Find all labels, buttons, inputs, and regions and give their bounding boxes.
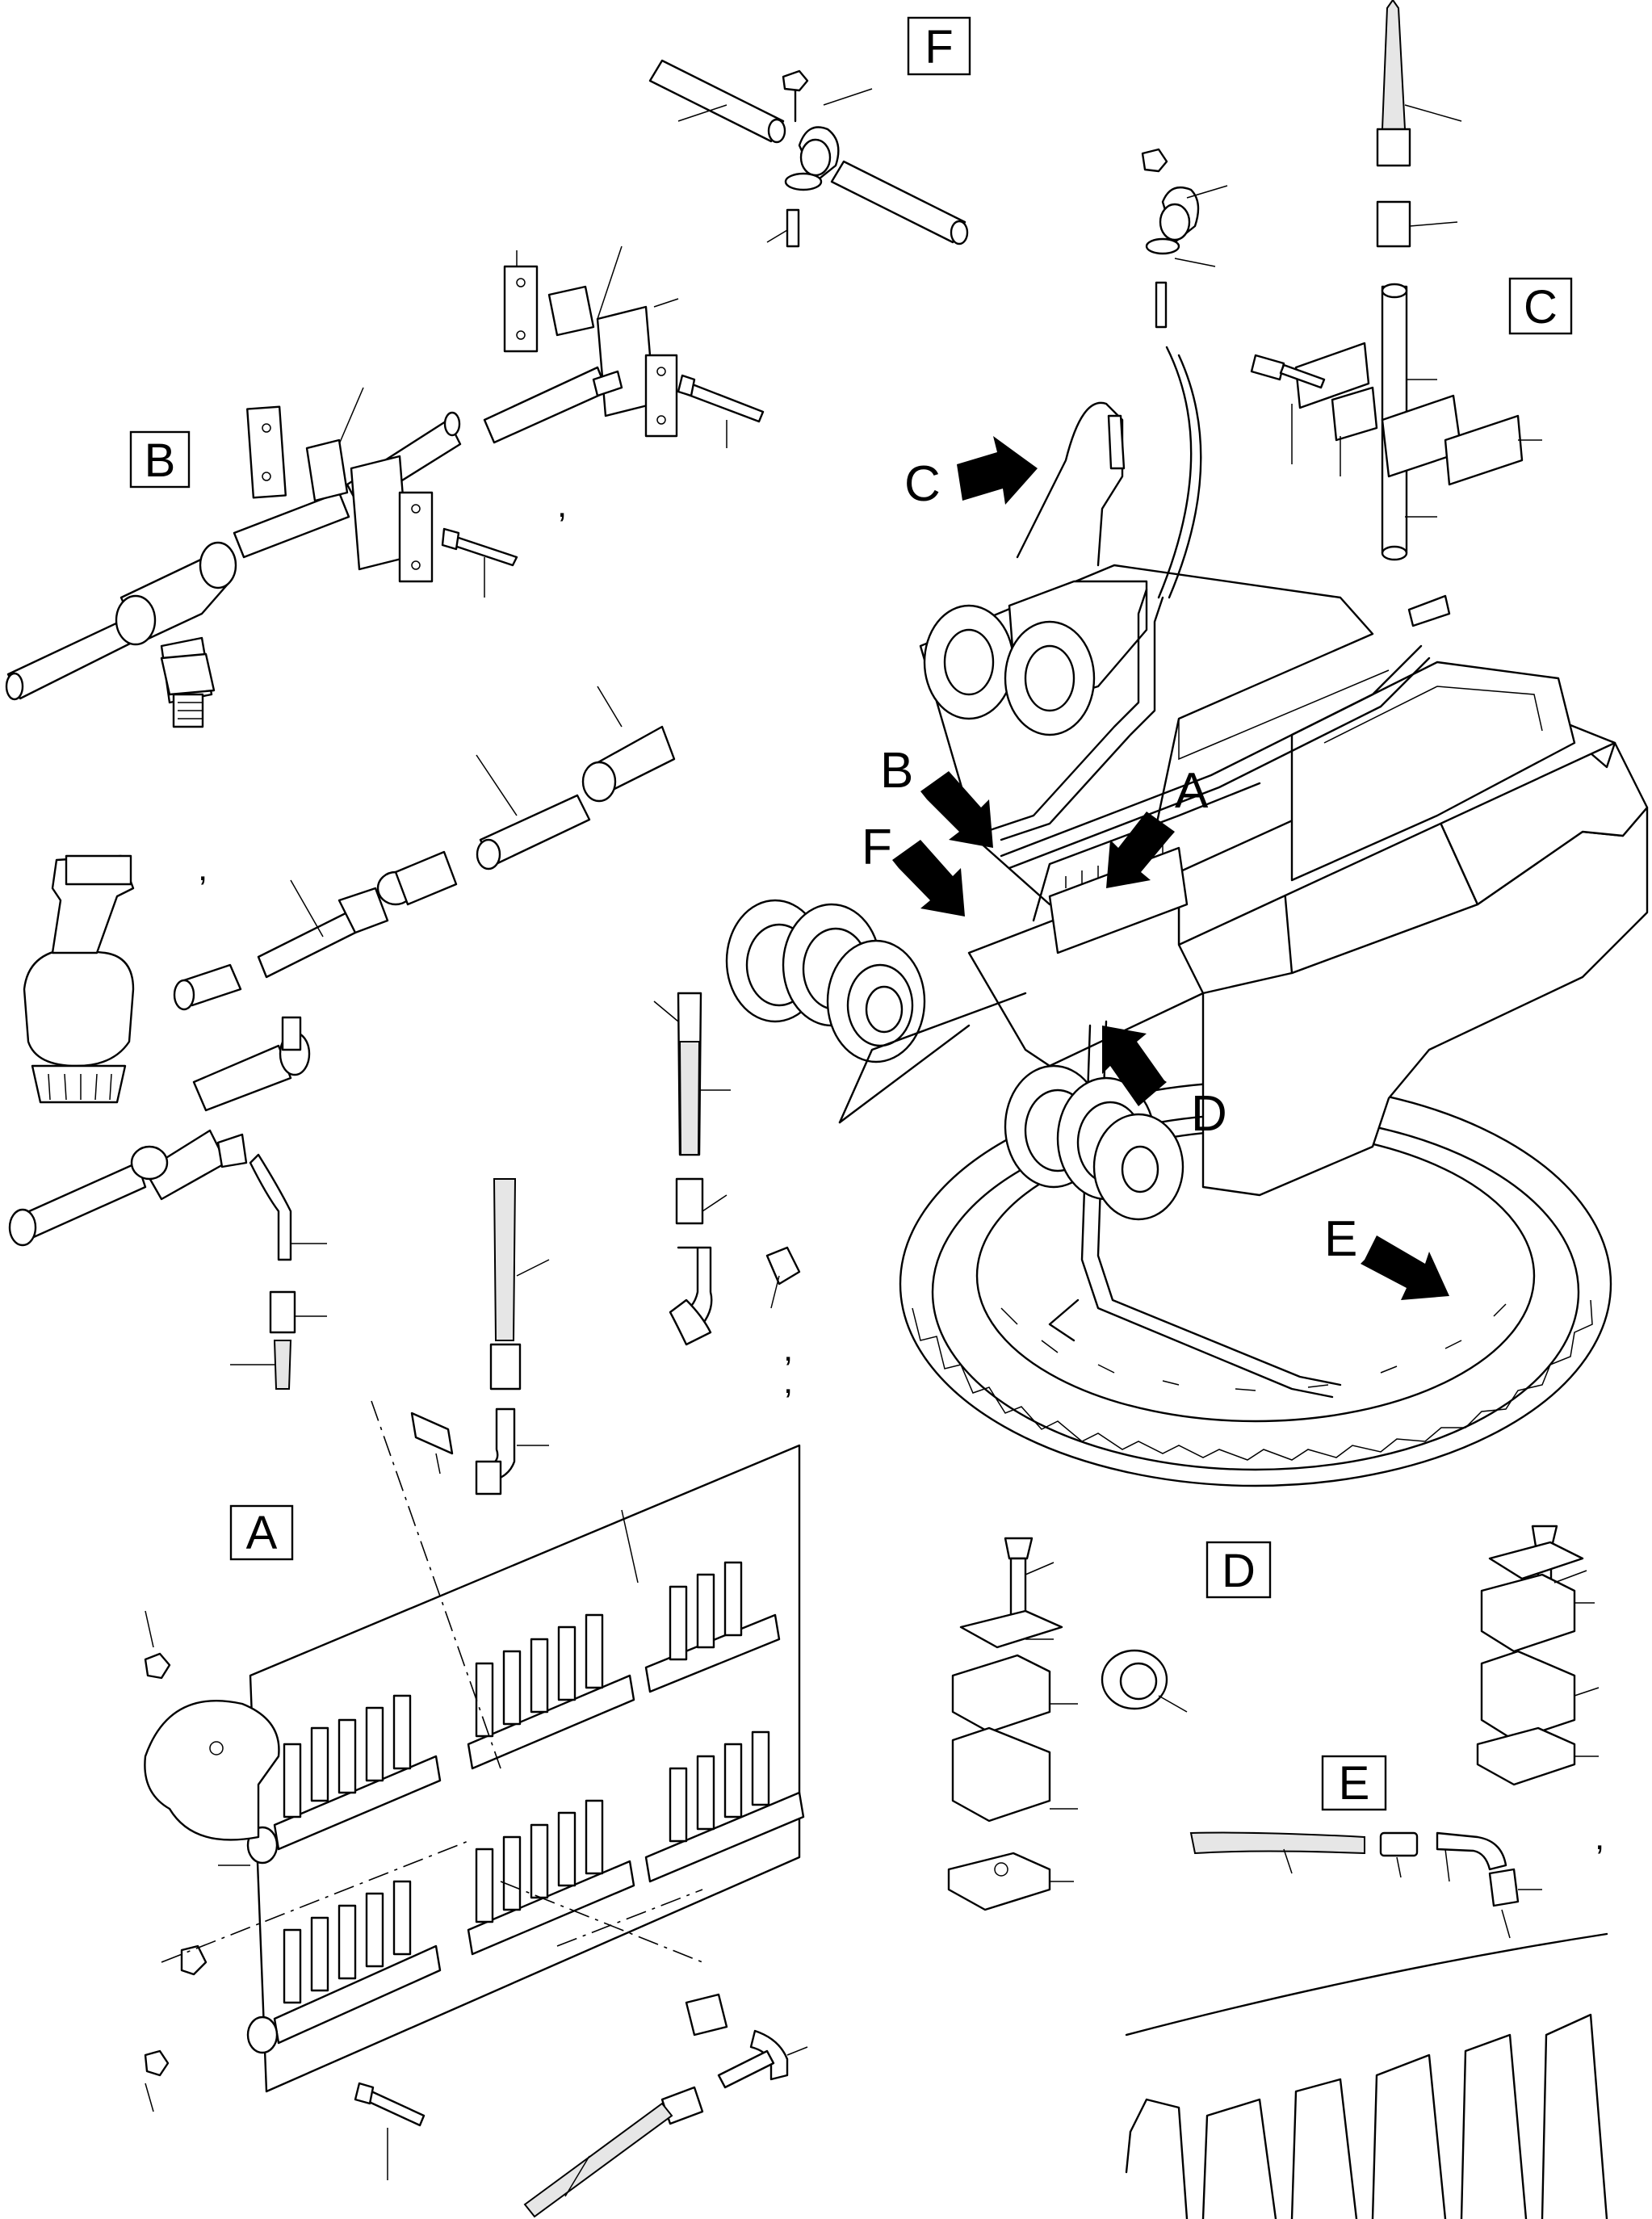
detail-d-label: D — [1222, 1545, 1256, 1597]
detail-f-label: F — [925, 21, 953, 73]
mark-comma-3: , — [783, 1329, 793, 1369]
detail-f-group: F — [648, 16, 971, 248]
detail-b-box — [129, 430, 191, 489]
detail-b-label: B — [145, 434, 176, 487]
location-arrows: C B F A D E — [862, 436, 1449, 1300]
detail-c-label: C — [1524, 281, 1558, 333]
arrow-b-label: B — [880, 743, 913, 799]
upper-clamp-group — [1141, 148, 1228, 329]
arrow-e-label: E — [1324, 1211, 1357, 1267]
detail-b-group: B — [5, 245, 765, 728]
arrow-f-label: F — [862, 820, 892, 875]
detail-f-box — [907, 16, 971, 76]
detail-a-label: A — [246, 1507, 278, 1559]
detail-a-group: A — [144, 1400, 808, 2218]
filter-assembly-group: , — [8, 686, 676, 1390]
detail-a-box — [229, 1504, 294, 1561]
mark-comma-4: , — [783, 1361, 793, 1401]
mark-comma-5: , — [1595, 1818, 1604, 1857]
detail-c-box — [1508, 277, 1573, 335]
detail-d-group: D — [947, 1525, 1600, 1911]
arrow-a-label: A — [1175, 763, 1209, 819]
arrow-d-label: D — [1191, 1086, 1227, 1142]
mark-comma-1: , — [557, 485, 567, 525]
mark-comma-2: , — [198, 849, 208, 888]
excavator-upper-structure — [725, 346, 1649, 1487]
detail-c-group: C — [1250, 0, 1573, 561]
arrow-c-label: C — [904, 456, 941, 512]
center-hose-group: , , — [410, 992, 801, 1495]
detail-e-group: E , — [1125, 1755, 1608, 2219]
detail-e-box — [1321, 1755, 1387, 1811]
detail-e-label: E — [1339, 1757, 1370, 1810]
detail-d-box — [1205, 1541, 1272, 1599]
